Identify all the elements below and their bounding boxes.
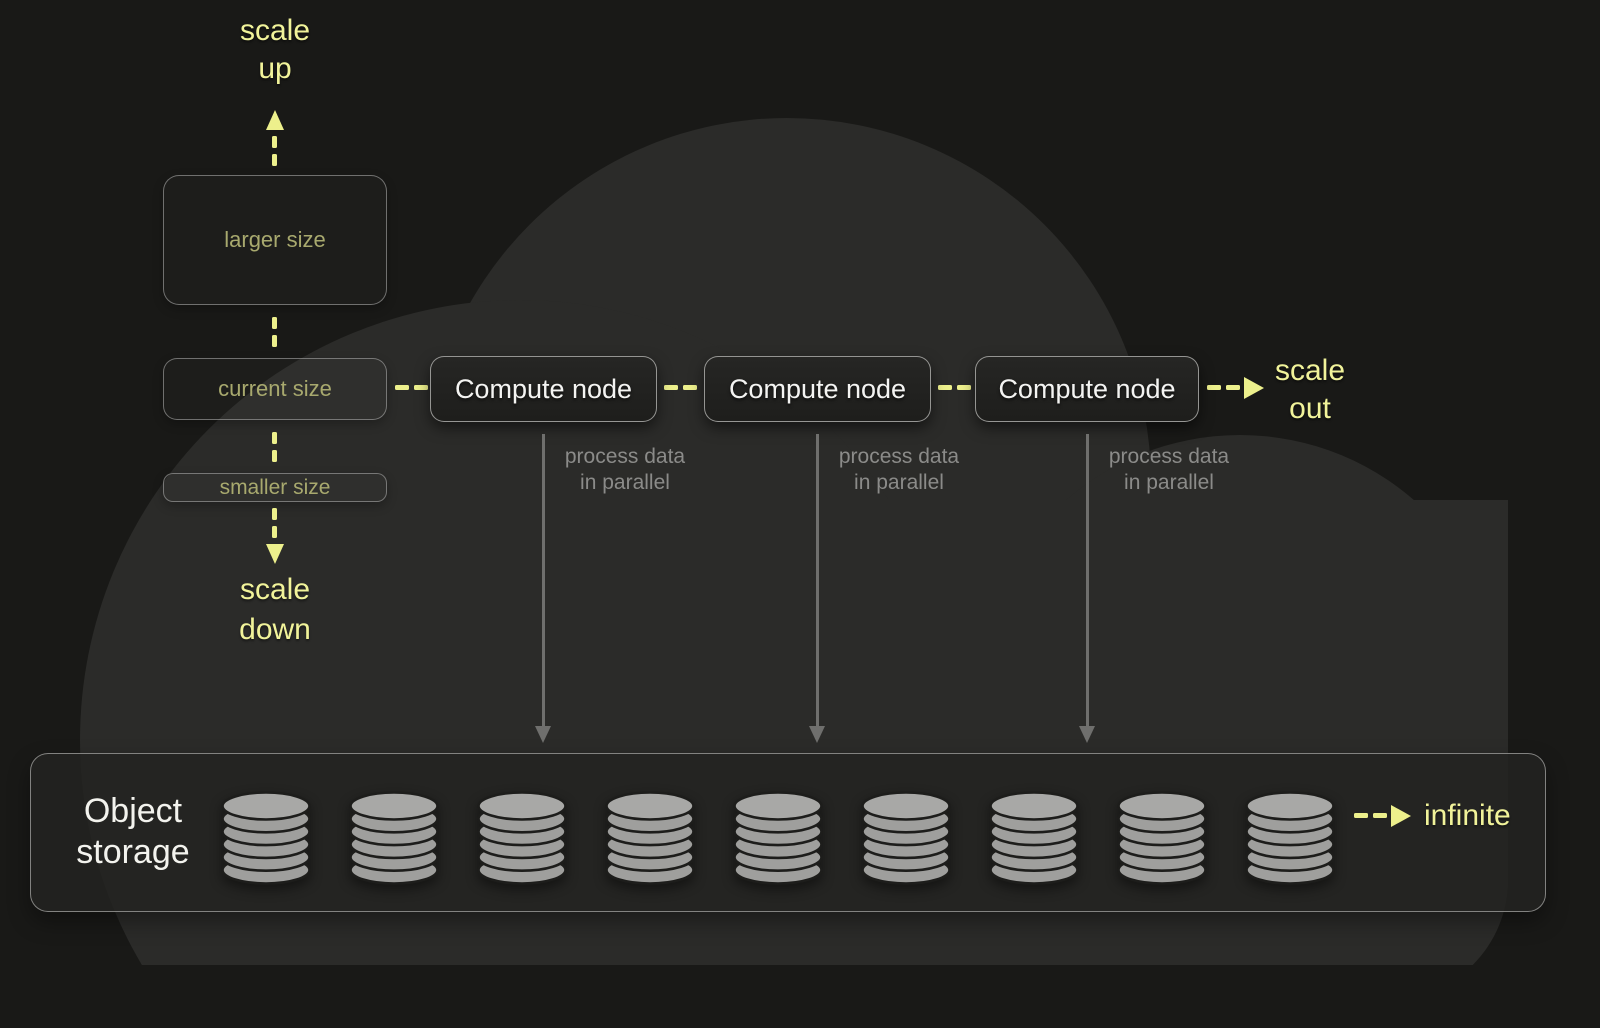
process-arrow-line	[1086, 434, 1089, 726]
scale-up-label: scale up	[175, 12, 375, 88]
size-box-smaller-label: smaller size	[219, 475, 331, 499]
process-note-line1: process data	[564, 445, 686, 468]
process-note-line2: in parallel	[1124, 471, 1214, 494]
database-cylinder-icon	[221, 791, 311, 885]
database-cylinder-icon	[861, 791, 951, 885]
process-arrow-head-icon	[1079, 726, 1095, 743]
process-arrow-head-icon	[535, 726, 551, 743]
process-note: process data in parallel	[1089, 444, 1249, 496]
scale-up-arrow-icon	[266, 110, 284, 130]
dashed-connector	[272, 335, 277, 347]
dashed-connector	[1373, 813, 1387, 818]
infinite-label: infinite	[1424, 799, 1511, 832]
object-storage-label: Object storage	[38, 791, 228, 873]
scale-out-arrow-icon	[1244, 377, 1264, 399]
process-note-line1: process data	[1108, 445, 1230, 468]
database-cylinder-icon	[1245, 791, 1335, 885]
database-cylinder-icon	[349, 791, 439, 885]
dashed-connector	[272, 317, 277, 329]
process-note-line1: process data	[838, 445, 960, 468]
size-box-larger-label: larger size	[224, 227, 326, 252]
dashed-connector	[938, 385, 952, 390]
dashed-connector	[957, 385, 971, 390]
scale-out-line2: out	[1289, 392, 1331, 425]
dashed-connector	[272, 136, 277, 148]
dashed-connector	[1226, 385, 1240, 390]
size-box-current: current size	[163, 358, 387, 420]
compute-node-label: Compute node	[998, 373, 1176, 404]
scale-up-line2: up	[258, 52, 292, 85]
object-storage-line2: storage	[76, 833, 190, 871]
scale-down-line2: down	[239, 613, 311, 646]
process-arrow-head-icon	[809, 726, 825, 743]
size-box-smaller: smaller size	[163, 473, 387, 502]
dashed-connector	[1354, 813, 1368, 818]
dashed-connector	[395, 385, 409, 390]
database-cylinder-icon	[733, 791, 823, 885]
dashed-connector	[664, 385, 678, 390]
dashed-connector	[1207, 385, 1221, 390]
object-storage-line1: Object	[83, 792, 183, 830]
dashed-connector	[683, 385, 697, 390]
dashed-connector	[414, 385, 428, 390]
dashed-connector	[272, 154, 277, 166]
scale-out-label: scale out	[1230, 352, 1390, 428]
dashed-connector	[272, 450, 277, 462]
database-cylinder-icon	[1117, 791, 1207, 885]
scale-down-arrow-icon	[266, 544, 284, 564]
process-note-line2: in parallel	[580, 471, 670, 494]
compute-node: Compute node	[704, 356, 931, 422]
process-arrow-line	[542, 434, 545, 726]
dashed-connector	[272, 526, 277, 538]
compute-node: Compute node	[430, 356, 657, 422]
infinite-arrow-icon	[1391, 805, 1411, 827]
process-note: process data in parallel	[819, 444, 979, 496]
size-box-current-label: current size	[218, 376, 332, 401]
database-cylinder-icon	[605, 791, 695, 885]
database-cylinder-icon	[477, 791, 567, 885]
dashed-connector	[272, 432, 277, 444]
process-note-line2: in parallel	[854, 471, 944, 494]
scale-out-line1: scale	[1274, 354, 1346, 387]
compute-node-label: Compute node	[728, 373, 907, 404]
size-box-larger: larger size	[163, 175, 387, 305]
storage-cylinder-row	[218, 789, 1338, 885]
scale-down-line1: scale	[239, 573, 311, 606]
compute-node-label: Compute node	[454, 373, 633, 404]
scale-down-label: scale down	[175, 570, 375, 650]
database-cylinder-icon	[989, 791, 1079, 885]
scale-up-line1: scale	[239, 14, 311, 47]
process-arrow-line	[816, 434, 819, 726]
dashed-connector	[272, 508, 277, 520]
compute-node: Compute node	[975, 356, 1199, 422]
process-note: process data in parallel	[545, 444, 705, 496]
